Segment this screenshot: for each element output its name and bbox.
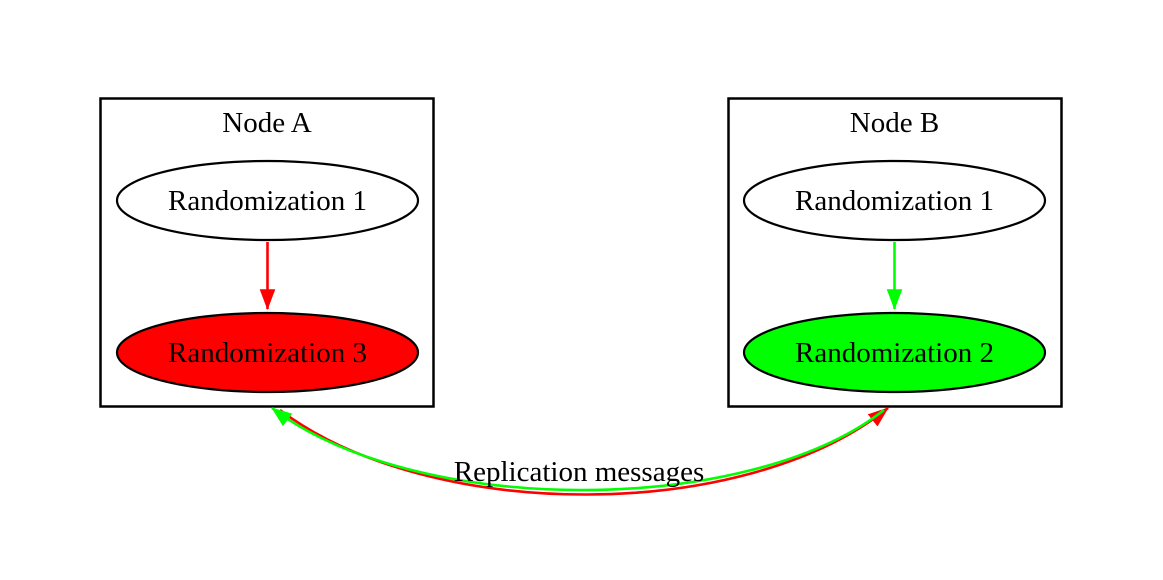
node-a-box — [99, 97, 435, 408]
node-a-randomization-3-ellipse — [115, 311, 420, 394]
replication-edge-b-to-a — [271, 406, 885, 492]
node-b-title: Node B — [850, 107, 939, 139]
node-b-randomization-1-label: Randomization 1 — [795, 185, 994, 217]
node-b-randomization-1-ellipse — [742, 159, 1047, 242]
node-b-randomization-2-ellipse — [742, 311, 1047, 394]
node-b-box — [727, 97, 1063, 408]
node-a-randomization-3-label: Randomization 3 — [168, 337, 367, 369]
cluster-node-b: Node B Randomization 1 Randomization 2 — [727, 97, 1063, 408]
cluster-node-a: Node A Randomization 1 Randomization 3 — [99, 97, 435, 408]
replication-messages-label: Replication messages — [454, 456, 704, 488]
node-a-randomization-1-label: Randomization 1 — [168, 185, 367, 217]
node-a-title: Node A — [222, 107, 311, 139]
replication-edges: Replication messages — [271, 406, 889, 496]
node-b-randomization-2-label: Randomization 2 — [795, 337, 994, 369]
node-a-randomization-1-ellipse — [115, 159, 420, 242]
